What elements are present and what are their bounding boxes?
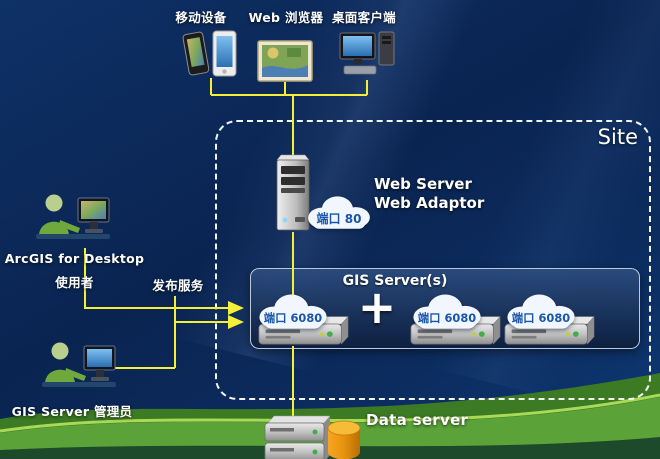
port-6080-cloud-1: 端口 6080 (256, 290, 330, 332)
port-6080-label-2: 端口 6080 (418, 311, 476, 325)
desktop-user-label-line1: ArcGIS for Desktop (4, 251, 145, 266)
admin-user-icon (40, 338, 118, 398)
desktop-user-icon (34, 190, 112, 250)
web-server-label-line2: Web Adaptor (374, 194, 485, 212)
web-browser-icon (257, 40, 313, 82)
desktop-user-label-line2: 使用者 (55, 275, 94, 290)
site-label: Site (597, 125, 638, 149)
port-6080-cloud-3: 端口 6080 (504, 290, 578, 332)
port-6080-cloud-2: 端口 6080 (410, 290, 484, 332)
admin-user-label: GIS Server 管理员 (11, 404, 133, 419)
port-80-cloud: 端口 80 (305, 192, 373, 232)
data-server-label: Data server (366, 411, 469, 429)
client-label-mobile: 移动设备 (175, 10, 227, 25)
web-server-label-line1: Web Server (374, 175, 472, 193)
port-6080-label-3: 端口 6080 (512, 311, 570, 325)
plus-sign: + (357, 280, 397, 334)
desktop-client-icon (338, 30, 396, 82)
client-label-desktop: 桌面客户端 (331, 10, 396, 25)
database-cylinder-icon (325, 419, 363, 459)
mobile-devices-icon (180, 28, 242, 80)
web-server-icon (271, 154, 315, 232)
gis-servers-title: GIS Server(s) (342, 273, 448, 289)
data-server-icon (263, 413, 333, 459)
publish-service-label: 发布服务 (152, 278, 204, 293)
client-label-browser: Web 浏览器 (248, 10, 324, 25)
port-80-label: 端口 80 (317, 211, 362, 226)
port-6080-label-1: 端口 6080 (264, 311, 322, 325)
